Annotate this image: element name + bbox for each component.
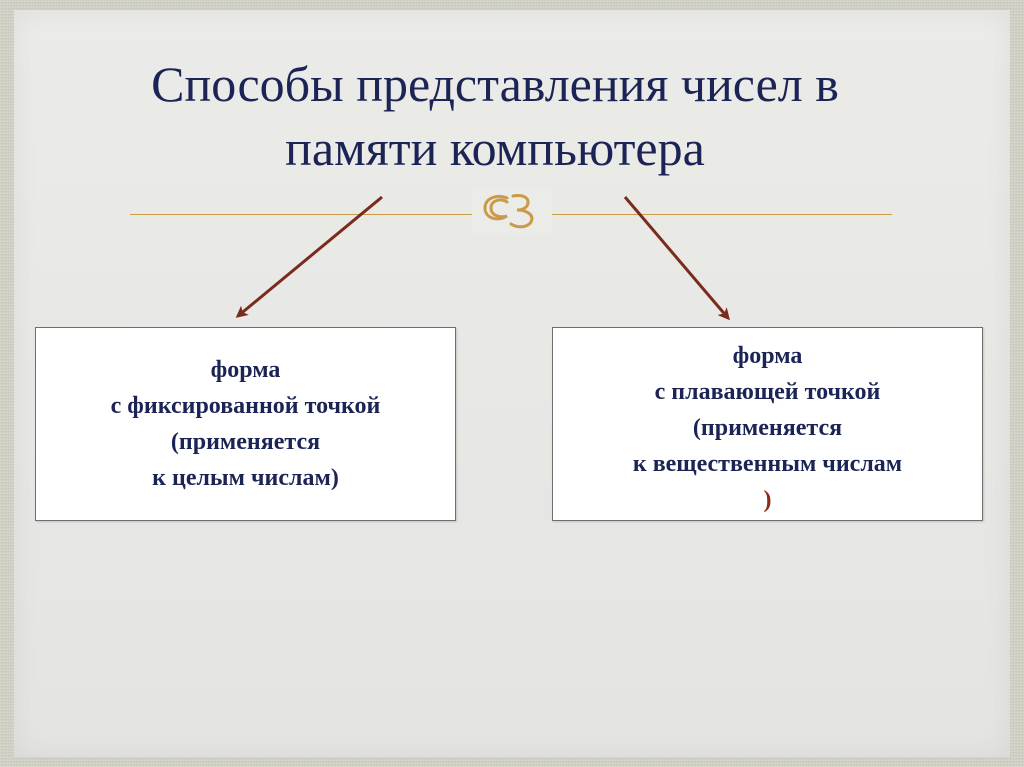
box-line-text: к вещественным числам xyxy=(632,451,903,477)
title-line-1: Способы представления чисел в xyxy=(151,56,839,112)
slide-title: Способы представления чисел в памяти ком… xyxy=(40,52,950,180)
box-line-last: к вещественным числам) xyxy=(633,446,902,518)
arrow-right xyxy=(623,196,730,321)
box-line: к целым числам) xyxy=(152,465,339,491)
box-line: форма xyxy=(732,343,803,369)
floating-point-box: форма с плавающей точкой (применяется к … xyxy=(552,327,983,521)
fixed-point-box: форма с фиксированной точкой (применяетс… xyxy=(35,327,456,521)
box-line: (применяется xyxy=(692,415,843,441)
title-line-2: памяти компьютера xyxy=(285,120,705,176)
box-line: с плавающей точкой xyxy=(654,379,881,405)
closing-paren: ) xyxy=(763,487,772,513)
curly-flourish-icon xyxy=(472,186,552,234)
box-line: с фиксированной точкой xyxy=(110,393,381,419)
box-line: форма xyxy=(210,357,281,383)
arrow-left xyxy=(235,195,383,318)
box-line: (применяется xyxy=(170,429,321,455)
